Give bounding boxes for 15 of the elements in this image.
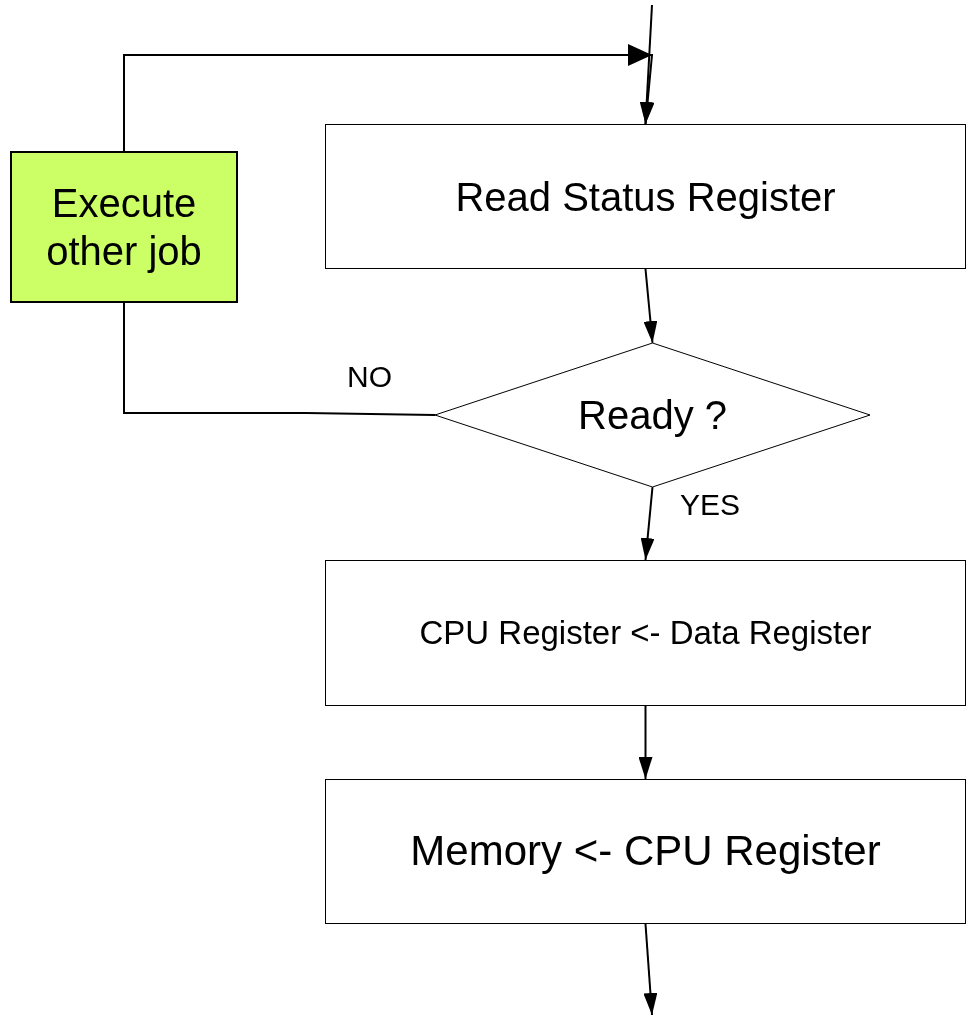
- arrow: [123, 44, 655, 152]
- process-box: [325, 779, 966, 924]
- task-box: [10, 151, 238, 303]
- node-text: CPU Register <- Data Register: [418, 613, 873, 653]
- node-text: Memory <- CPU Register: [409, 826, 882, 877]
- arrow: [643, 268, 658, 344]
- arrow: [640, 486, 655, 561]
- arrow: [638, 705, 653, 780]
- process-box: [325, 560, 966, 706]
- decision-diamond: [435, 343, 870, 487]
- arrow: [643, 923, 658, 1016]
- node-text: Execute other job: [45, 180, 203, 275]
- process-box: [325, 124, 966, 269]
- node-text: Ready ?: [577, 392, 728, 439]
- node-text: Read Status Register: [454, 173, 837, 221]
